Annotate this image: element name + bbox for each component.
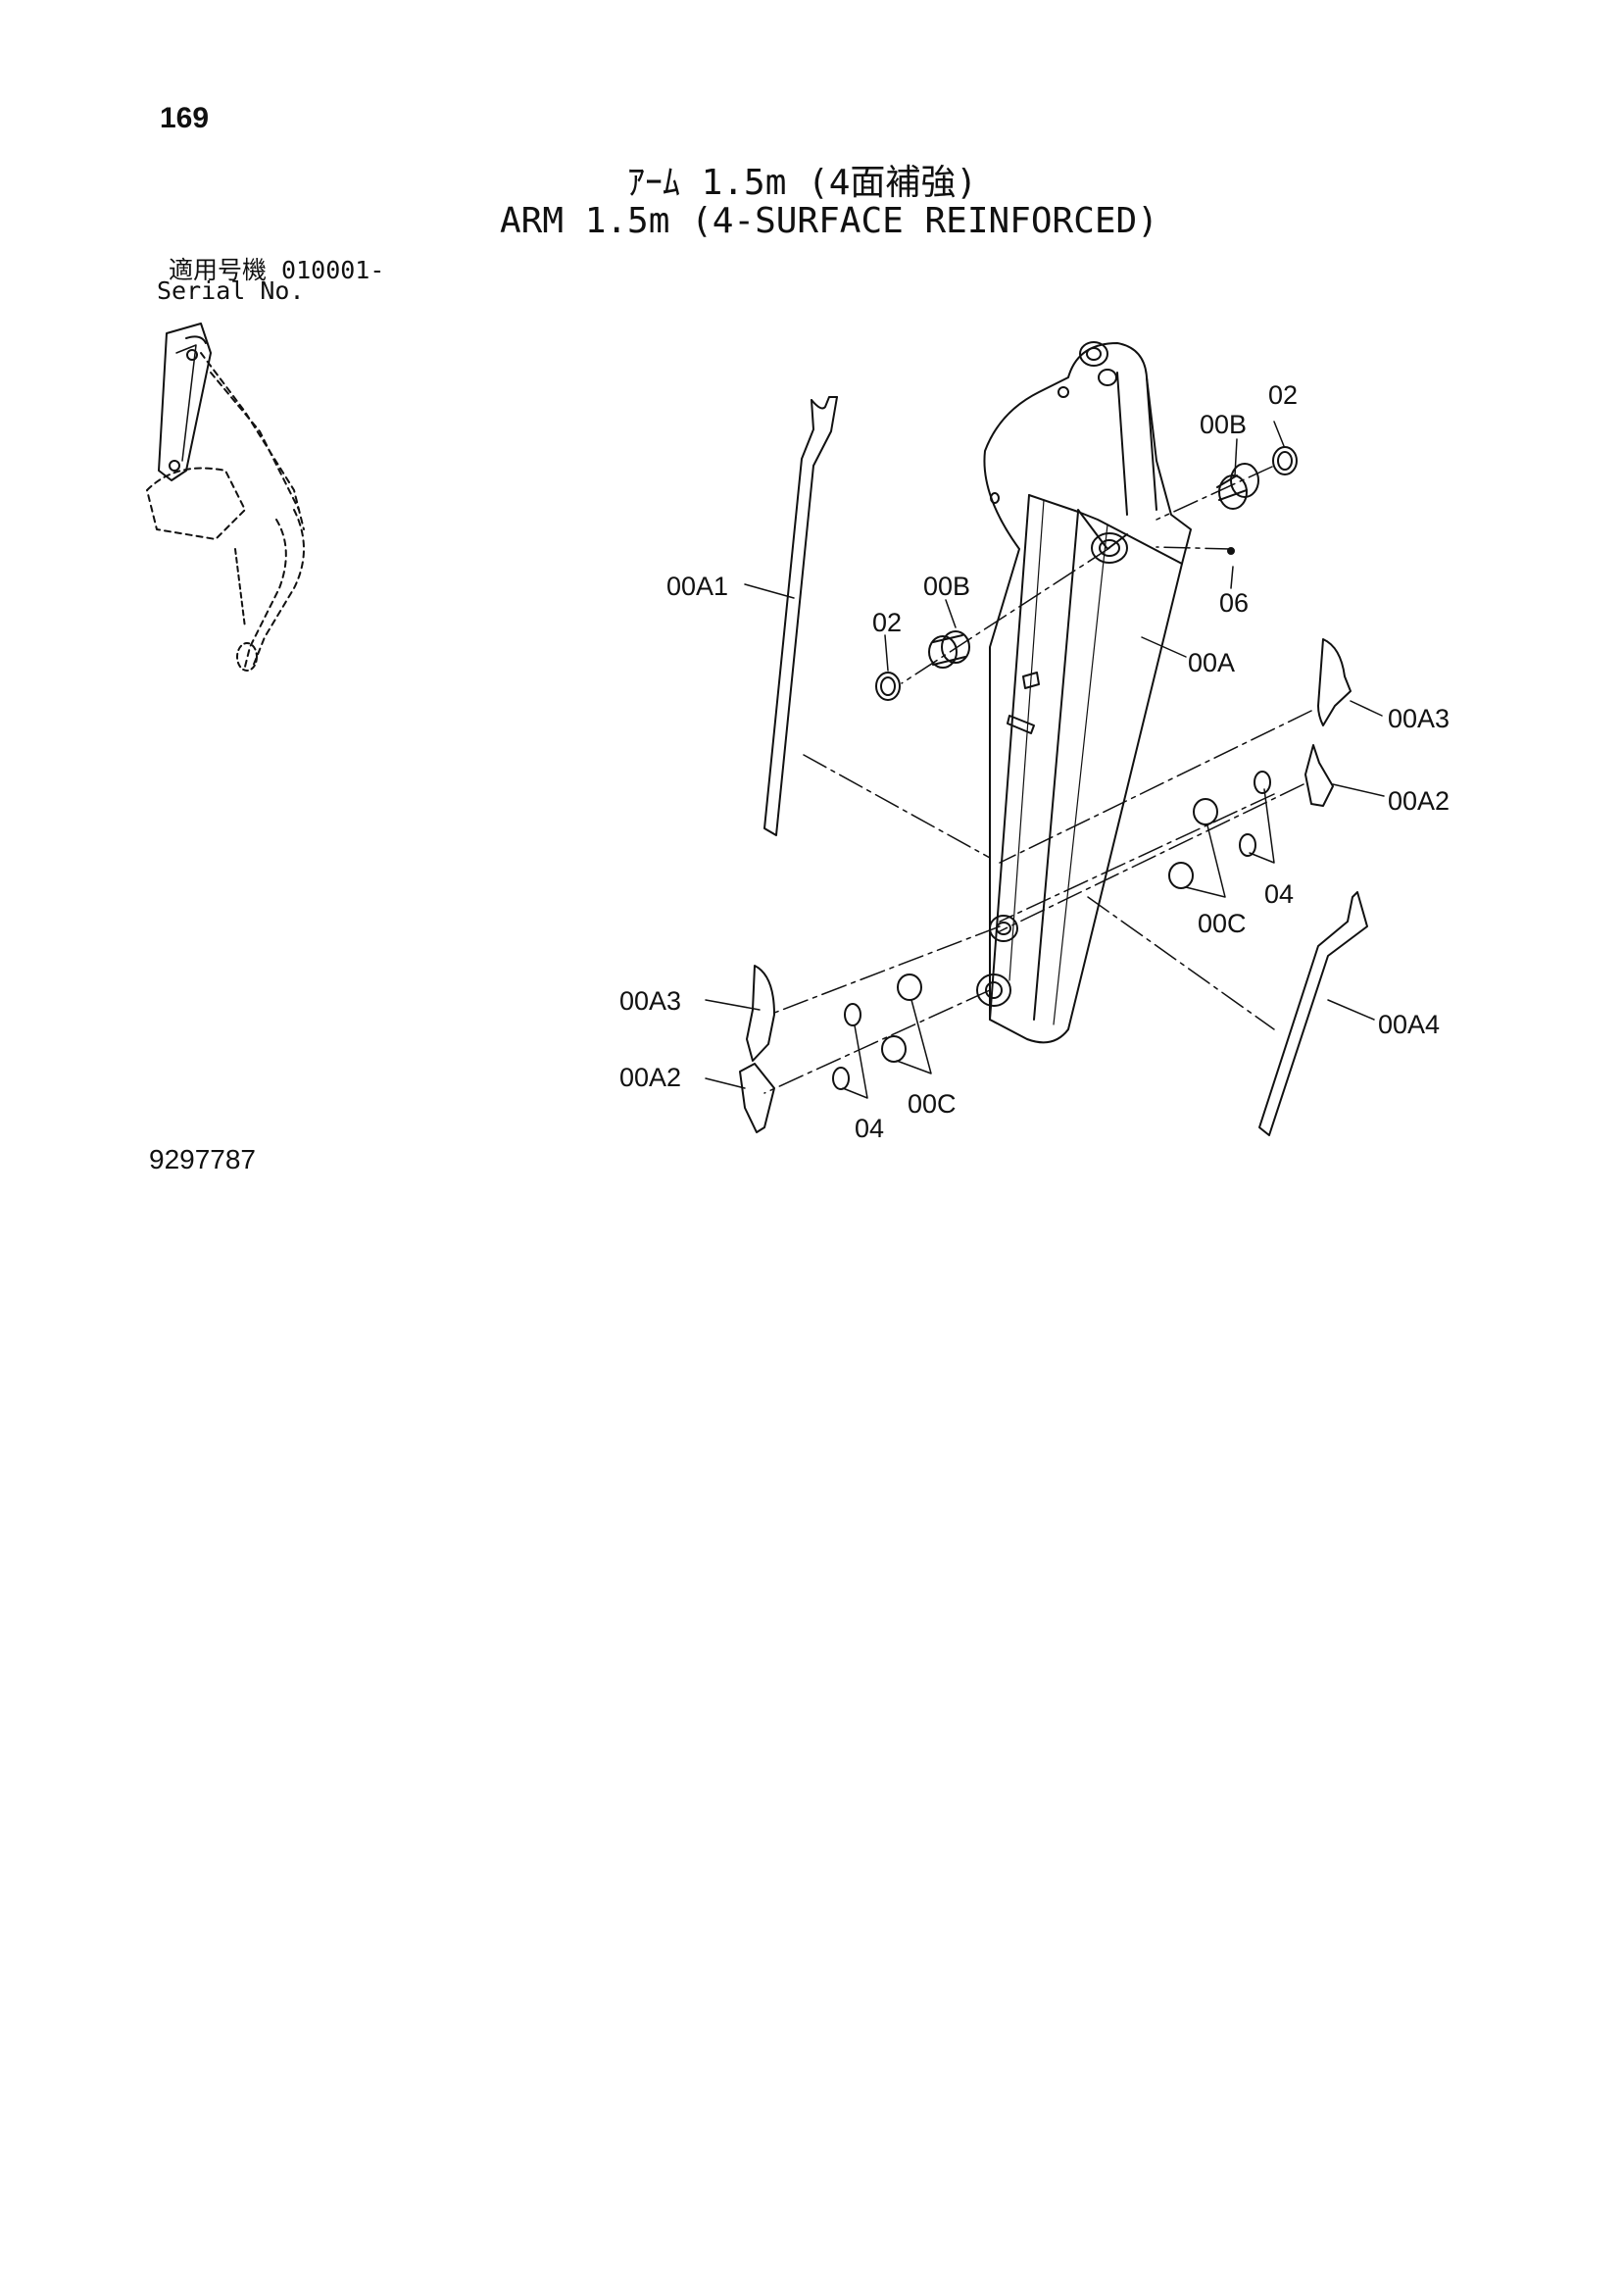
oring-02-upper: [1272, 446, 1298, 475]
leader-lines: [705, 421, 1385, 1099]
orings-04-left: [832, 1003, 861, 1090]
plate-00A2-left: [739, 1063, 775, 1133]
plate-00A3-left: [746, 965, 775, 1062]
locator-thumbnail: [146, 323, 305, 672]
plate-00A1: [763, 396, 838, 836]
callout-06: 06: [1219, 588, 1249, 618]
title-japanese: ｱｰﾑ 1.5m (4面補強): [627, 163, 978, 203]
callout-00C-left: 00C: [908, 1089, 957, 1119]
callout-00C-right: 00C: [1198, 909, 1247, 938]
bushings-00C-right: [1168, 798, 1218, 889]
plate-00A4: [1258, 891, 1368, 1136]
plate-00A3-right: [1317, 638, 1352, 726]
callout-00A2-right: 00A2: [1388, 786, 1450, 816]
callout-00A4: 00A4: [1378, 1010, 1440, 1039]
callout-00A2-left: 00A2: [619, 1063, 681, 1092]
oring-02-lower: [875, 672, 901, 701]
callout-00A1: 00A1: [666, 572, 728, 601]
drawing-number: 9297787: [149, 1144, 257, 1174]
arm-body-00A: [976, 341, 1192, 1044]
bushing-00B-lower: [928, 630, 970, 669]
serial-number-label: Serial No.: [157, 276, 305, 305]
plate-00A2-right: [1304, 744, 1334, 807]
callout-00A3-right: 00A3: [1388, 704, 1450, 733]
callout-00A: 00A: [1188, 648, 1235, 677]
callout-04-left: 04: [855, 1114, 884, 1143]
bushing-00B-upper: [1216, 463, 1259, 510]
callout-labels: 00A1 00B 02 00B 02 06 00A 00A3 00A2 04 0…: [619, 380, 1450, 1143]
callout-04-right: 04: [1264, 879, 1294, 909]
bushings-00C-left: [881, 973, 922, 1063]
title-english: ARM 1.5m (4-SURFACE REINFORCED): [500, 201, 1158, 241]
callout-00B-left: 00B: [923, 572, 970, 601]
callout-02-right: 02: [1268, 380, 1298, 410]
callout-00B-right: 00B: [1200, 410, 1247, 439]
callout-00A3-left: 00A3: [619, 986, 681, 1016]
assembly-centerlines: [763, 466, 1312, 1094]
orings-04-right: [1239, 771, 1271, 857]
serial-applicable-models: 適用号機 010001-: [169, 256, 385, 284]
page-number: 169: [160, 102, 210, 134]
callout-02-left: 02: [872, 608, 902, 637]
